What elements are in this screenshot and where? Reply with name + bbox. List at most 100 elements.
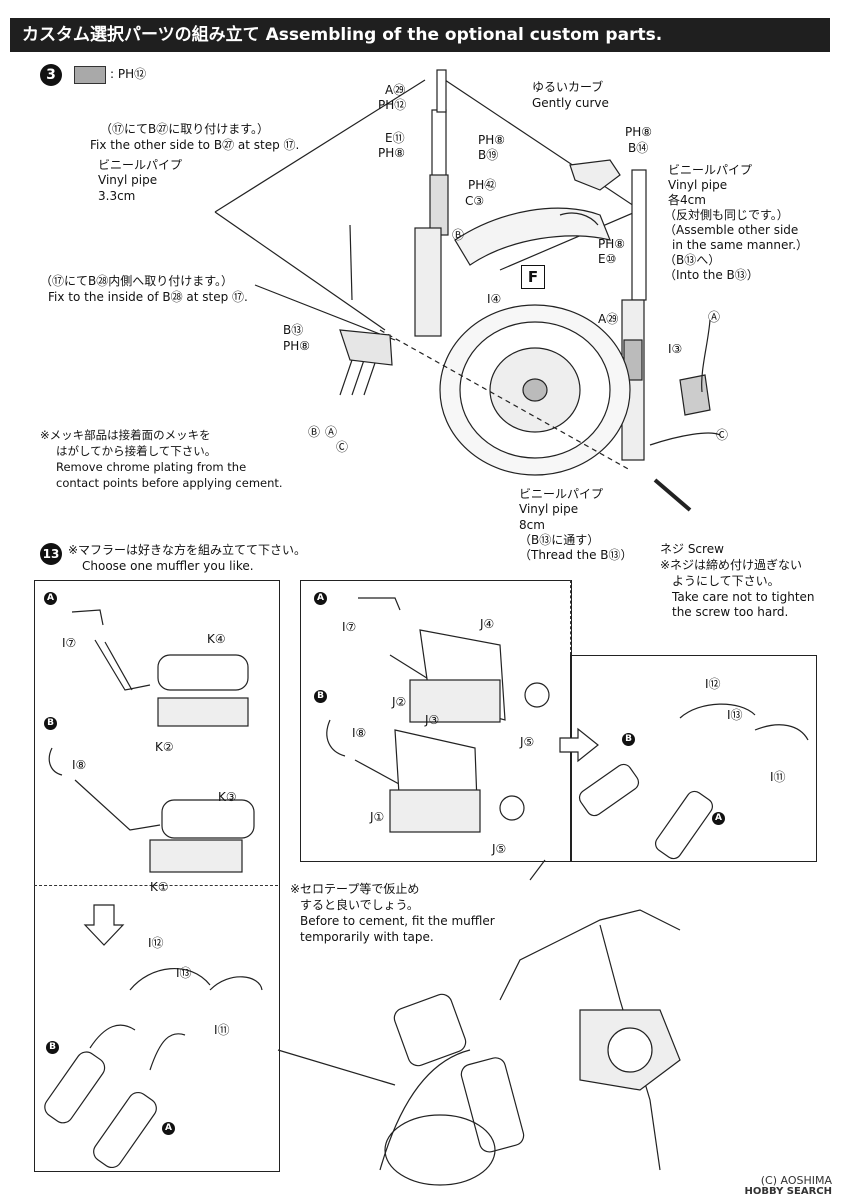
chrome-note-en1: Remove chrome plating from the	[56, 460, 247, 474]
thread-jp: （B⑬に通す）	[519, 533, 600, 547]
vinyl-jp-2: ビニールパイプ	[668, 163, 753, 177]
each-4cm: 各4cm	[668, 193, 706, 207]
screw-note-jp2: ようにして下さい。	[672, 574, 780, 588]
swatch-label: : PH⑫	[110, 67, 147, 81]
right-j3: J③	[425, 713, 440, 727]
right-muffler-panel	[300, 580, 572, 862]
right-j5a: J⑤	[520, 735, 535, 749]
vinyl-en-1: Vinyl pipe	[98, 173, 158, 187]
vinyl-jp-3: ビニールパイプ	[519, 487, 604, 501]
right-j5b: J⑤	[492, 842, 507, 856]
pipe-a-label: Ⓐ	[325, 425, 338, 439]
final-i12: I⑫	[705, 677, 721, 691]
screw-note-jp1: ※ネジは締め付け過ぎない	[660, 558, 803, 572]
final-a: A	[712, 812, 725, 825]
left-i7: I⑦	[62, 636, 77, 650]
vinyl-en-3: Vinyl pipe	[519, 502, 579, 516]
a-small-label: Ⓐ	[708, 310, 721, 324]
left-muffler-panel	[34, 580, 280, 1172]
right-j1: J①	[370, 810, 385, 824]
screw-note-en2: the screw too hard.	[672, 605, 789, 619]
part-f-box: F	[521, 265, 545, 289]
b13-to-en: （Into the B⑬）	[664, 268, 759, 282]
step-13-number: 13	[40, 543, 62, 565]
i4-label: I④	[487, 292, 502, 306]
muffler-note-en: Choose one muffler you like.	[82, 559, 254, 573]
gently-jp: ゆるいカーブ	[532, 80, 604, 94]
ph12-label: PH⑫	[378, 98, 407, 112]
left-k3: K③	[218, 790, 237, 804]
left-final-b: B	[46, 1041, 59, 1054]
final-i11: I⑪	[770, 770, 786, 784]
other-side-jp: （反対側も同じです。）	[664, 208, 789, 222]
pipe-c-label: Ⓒ	[336, 440, 349, 454]
right-i8: I⑧	[352, 726, 367, 740]
vinyl-len-3: 8cm	[519, 518, 545, 532]
page-title: カスタム選択パーツの組み立て Assembling of the optiona…	[10, 18, 830, 52]
left-variant-b: B	[44, 717, 57, 730]
tape-note-jp2: すると良いでしょう。	[300, 898, 419, 912]
chrome-note-jp1: ※メッキ部品は接着面のメッキを	[40, 428, 211, 442]
a29-label-b: A㉙	[598, 312, 619, 326]
e10-label: E⑩	[598, 252, 617, 266]
left-i11: I⑪	[214, 1023, 230, 1037]
fix-inside-jp: （⑰にてB㉘内側へ取り付けます。）	[40, 274, 234, 288]
gently-en: Gently curve	[532, 96, 609, 110]
right-j2: J②	[392, 695, 407, 709]
ph8-label-e: PH⑧	[598, 237, 626, 251]
b19-label: B⑲	[478, 148, 499, 162]
left-i12: I⑫	[148, 936, 164, 950]
c3-label: C③	[465, 194, 485, 208]
vinyl-len-1: 3.3cm	[98, 189, 136, 203]
copyright: (C) AOSHIMA	[760, 1174, 832, 1187]
fix-other-jp: （⑰にてB㉗に取り付けます。）	[100, 122, 270, 136]
step-3-number: 3	[40, 64, 62, 86]
b13-to-jp: （B⑬へ）	[664, 253, 721, 267]
right-variant-a: A	[314, 592, 327, 605]
chrome-note-jp2: はがしてから接着して下さい。	[56, 444, 217, 458]
other-side-en1: （Assemble other side	[664, 223, 799, 237]
b14-label: B⑭	[628, 141, 649, 155]
ph8-label-d: PH⑧	[625, 125, 653, 139]
ph8-label-a: PH⑧	[283, 339, 311, 353]
ph87-label: PH㊷	[468, 178, 497, 192]
e11-label: E⑪	[385, 131, 405, 145]
b13-label: B⑬	[283, 323, 304, 337]
other-side-en2: in the same manner.）	[672, 238, 809, 252]
vinyl-jp-1: ビニールパイプ	[98, 158, 183, 172]
screw-note-en1: Take care not to tighten	[672, 590, 815, 604]
brand-watermark: HOBBY SEARCH	[744, 1186, 832, 1197]
b-small-label: Ⓑ	[452, 228, 465, 242]
final-b: B	[622, 733, 635, 746]
ph8-label-b: PH⑧	[378, 146, 406, 160]
left-k4: K④	[207, 632, 226, 646]
left-k2: K②	[155, 740, 174, 754]
final-i13: I⑬	[727, 708, 743, 722]
muffler-note-jp: ※マフラーは好きな方を組み立てて下さい。	[68, 543, 307, 557]
left-panel-divider	[34, 885, 278, 886]
right-variant-b: B	[314, 690, 327, 703]
fix-inside-en: Fix to the inside of B㉘ at step ⑰.	[48, 290, 248, 304]
a29-label: A㉙	[385, 83, 406, 97]
chrome-note-en2: contact points before applying cement.	[56, 476, 283, 490]
right-i7: I⑦	[342, 620, 357, 634]
right-j4: J④	[480, 617, 495, 631]
left-i8: I⑧	[72, 758, 87, 772]
tape-note-jp1: ※セロテープ等で仮止め	[290, 882, 420, 896]
vinyl-en-2: Vinyl pipe	[668, 178, 728, 192]
i3-label: I③	[668, 342, 683, 356]
right-panel-divider	[570, 580, 571, 655]
screw-label: ネジ Screw	[660, 542, 724, 556]
left-variant-a: A	[44, 592, 57, 605]
final-assembly-panel	[570, 655, 817, 862]
color-swatch	[74, 66, 106, 84]
fix-other-en: Fix the other side to B㉗ at step ⑰.	[90, 138, 300, 152]
tape-note-en2: temporarily with tape.	[300, 930, 434, 944]
left-i13: I⑬	[176, 966, 192, 980]
ph8-label-c: PH⑧	[478, 133, 506, 147]
c-small-label: Ⓒ	[716, 428, 729, 442]
left-k1: K①	[150, 880, 169, 894]
pipe-b-label: Ⓑ	[308, 425, 321, 439]
